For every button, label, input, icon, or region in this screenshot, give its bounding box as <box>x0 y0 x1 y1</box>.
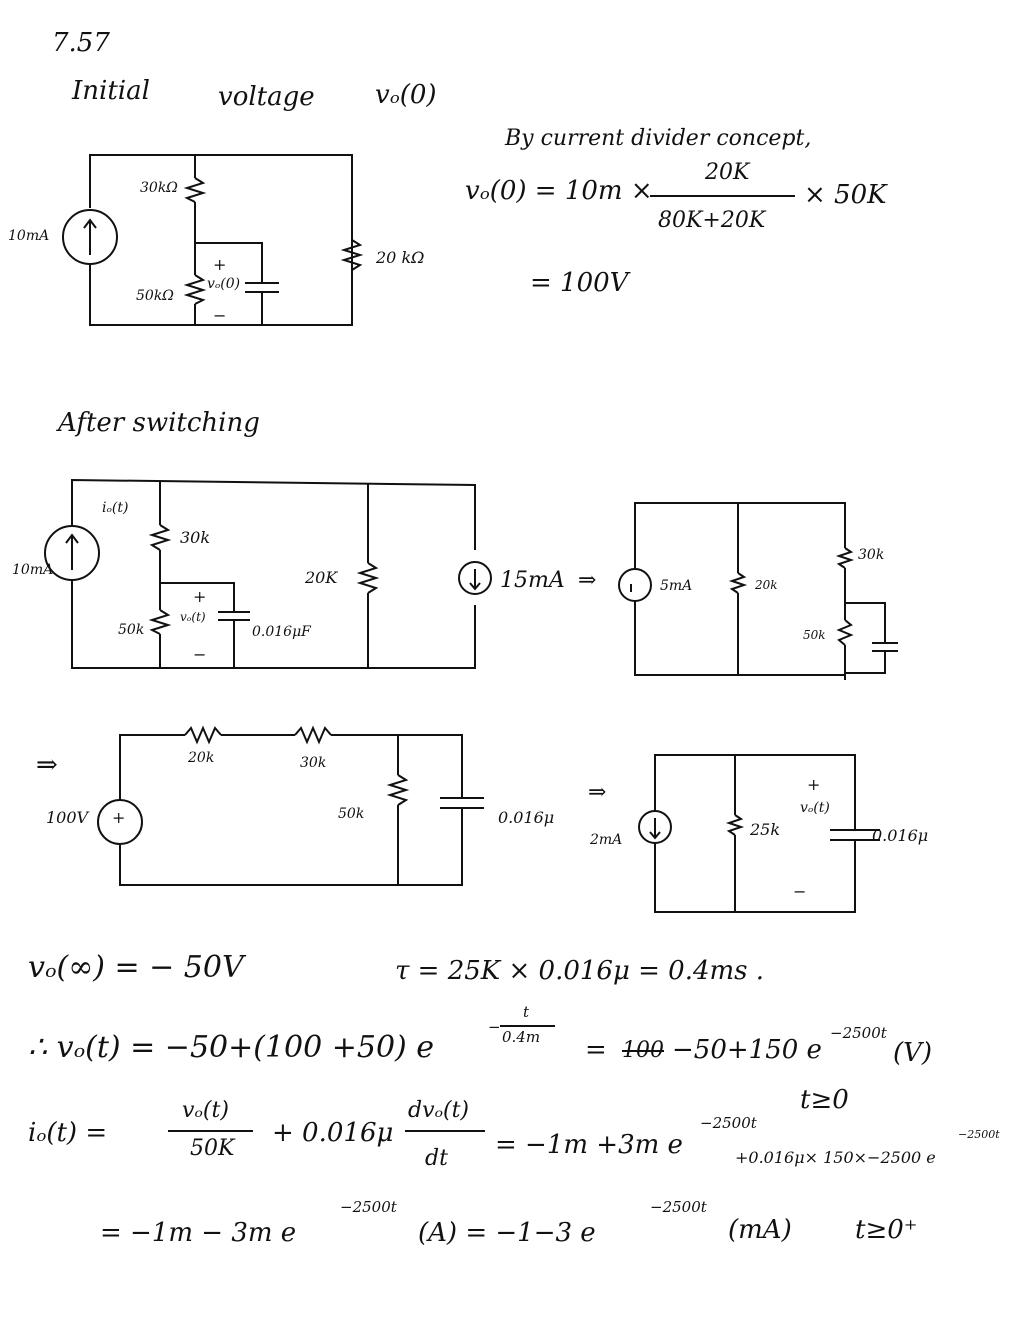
circuit-a-cap-plus: + <box>193 587 207 606</box>
initial-cap-minus: − <box>213 306 227 325</box>
problem-number: 7.57 <box>52 28 110 58</box>
circuit-a-r2-label: 50k <box>118 622 145 638</box>
derivation-result: = 100V <box>530 268 629 298</box>
eq-io-final-condition: t≥0⁺ <box>855 1215 918 1245</box>
eq-vt-rhs-exp: −2500t <box>830 1024 887 1042</box>
eq-vt-condition: t≥0 <box>800 1085 849 1115</box>
circuit-b-r2-label: 30k <box>858 547 885 563</box>
eq-vt-mid: = <box>585 1035 607 1065</box>
circuit-a-r3-label: 20K <box>305 568 338 587</box>
eq-io-frac1-den: 50K <box>190 1136 235 1161</box>
initial-source-label: 10mA <box>8 228 50 244</box>
circuit-c-source-sign: + <box>112 808 126 827</box>
circuit-a-arrow: ⇒ <box>578 568 597 593</box>
eq-vt-rhs: −50+150 e <box>672 1035 822 1065</box>
circuit-d-cap-minus: − <box>793 882 807 901</box>
initial-cap-plus: + <box>213 255 227 274</box>
eq-io-lhs: iₒ(t) = <box>28 1118 108 1148</box>
initial-r1-label: 30kΩ <box>140 180 178 196</box>
derivation-lhs: vₒ(0) = 10m × <box>465 176 653 206</box>
eq-vt-exp-sign: − <box>488 1018 501 1036</box>
circuit-d-cap-voltage: vₒ(t) <box>800 800 830 816</box>
eq-vt-exp-den: 0.4m <box>502 1028 541 1046</box>
circuit-d-cap-value: 0.016μ <box>872 826 929 845</box>
derivation-denominator: 80K+20K <box>658 208 766 233</box>
eq-io-side: +0.016μ× 150×−2500 e <box>735 1148 936 1167</box>
circuit-a-cap-value: 0.016μF <box>252 624 311 640</box>
initial-r2-label: 50kΩ <box>136 288 174 304</box>
circuit-d-arrow: ⇒ <box>588 780 607 805</box>
eq-v-infinity: vₒ(∞) = − 50V <box>28 950 244 985</box>
circuit-c-r1-label: 20k <box>188 750 215 766</box>
circuit-c-source-label: 100V <box>46 808 89 827</box>
circuit-a-cap-minus: − <box>193 645 207 664</box>
circuit-b-source-label: 5mA <box>660 578 693 594</box>
initial-title-word1: Initial <box>72 76 150 106</box>
eq-vt-unit: (V) <box>893 1038 933 1068</box>
derivation-fraction-bar <box>650 195 795 197</box>
initial-cap-voltage: vₒ(0) <box>207 276 241 292</box>
derivation-intro: By current divider concept, <box>505 126 812 151</box>
eq-io-eq1-exp: −2500t <box>700 1114 757 1132</box>
eq-io-plus: + 0.016μ <box>272 1118 394 1148</box>
initial-title-expr: vₒ(0) <box>375 80 437 110</box>
circuit-d-r-label: 25k <box>750 820 781 839</box>
after-switching-title: After switching <box>58 408 260 438</box>
eq-io-side-exp: −2500t <box>958 1128 1000 1141</box>
eq-io-final-exp2: −2500t <box>650 1198 707 1216</box>
eq-io-final-unit: (mA) <box>728 1215 792 1245</box>
circuit-a-source-label: 10mA <box>12 562 54 578</box>
eq-io-frac1-num: vₒ(t) <box>182 1098 229 1123</box>
initial-title-word2: voltage <box>218 82 315 112</box>
circuit-c-arrow: ⇒ <box>36 750 58 780</box>
derivation-numerator: 20K <box>705 160 750 185</box>
eq-io-frac2-den: dt <box>425 1146 448 1171</box>
eq-tau: τ = 25K × 0.016μ = 0.4ms . <box>395 956 765 986</box>
circuit-a-r1-label: 30k <box>180 528 211 547</box>
eq-vt-lhs: ∴ vₒ(t) = −50+(100 +50) e <box>28 1030 435 1065</box>
circuit-b-r1-label: 20k <box>755 578 778 592</box>
circuit-c-r2-label: 30k <box>300 755 327 771</box>
eq-io-frac2-num: dvₒ(t) <box>408 1098 469 1123</box>
initial-r3-label: 20 kΩ <box>376 248 425 267</box>
circuit-a-source2-label: 15mA <box>500 568 565 593</box>
eq-vt-exp-num: t <box>523 1003 530 1021</box>
circuit-c-r3-label: 50k <box>338 806 365 822</box>
circuit-d-cap-plus: + <box>807 775 821 794</box>
eq-io-final-mid: (A) = −1−3 e <box>418 1218 596 1248</box>
circuit-a-current-label: iₒ(t) <box>102 500 129 516</box>
circuit-b-r3-label: 50k <box>803 628 826 642</box>
eq-io-final-exp: −2500t <box>340 1198 397 1216</box>
eq-io-eq1: = −1m +3m e <box>495 1130 683 1160</box>
derivation-rhs: × 50K <box>804 180 887 210</box>
circuit-a-cap-voltage: vₒ(t) <box>180 610 206 624</box>
eq-io-final: = −1m − 3m e <box>100 1218 297 1248</box>
circuit-c-cap-value: 0.016μ <box>498 808 555 827</box>
eq-vt-exp-bar <box>500 1025 555 1027</box>
eq-io-frac1-bar <box>168 1130 253 1132</box>
eq-io-frac2-bar <box>405 1130 485 1132</box>
circuit-d-source-label: 2mA <box>590 832 623 848</box>
eq-vt-struck: 100 <box>622 1038 664 1063</box>
